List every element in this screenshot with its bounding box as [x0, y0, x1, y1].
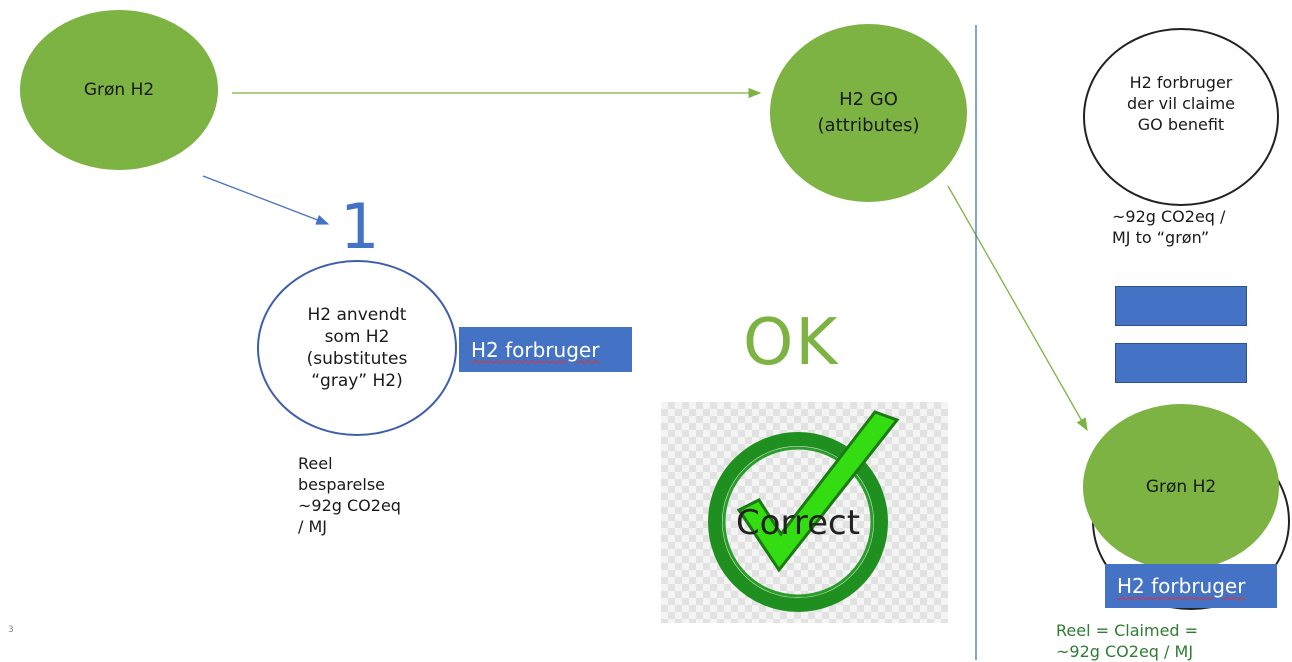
node-h2-forbruger-claim-label: H2 forbruger der vil claime GO benefit [1126, 72, 1236, 134]
node-gron-h2-right: Grøn H2 [1083, 404, 1279, 570]
node-h2-go: H2 GO (attributes) [770, 24, 967, 202]
node-gron-h2-right-label: Grøn H2 [1145, 477, 1217, 497]
node-gron-h2-left-label: Grøn H2 [83, 80, 155, 100]
ok-label: OK [743, 306, 840, 380]
equals-bar-bottom [1115, 343, 1247, 383]
note-reel-claimed: Reel = Claimed = ~92g CO2eq / MJ [1056, 621, 1199, 661]
node-h2-anvendt-label: H2 anvendt som H2 (substitutes “gray” H2… [306, 305, 408, 391]
node-gron-h2-left: Grøn H2 [20, 10, 218, 170]
h2-forbruger-box-mid: H2 forbruger [459, 327, 632, 372]
arrow-go-to-gron-right [947, 185, 1088, 432]
node-h2-anvendt: H2 anvendt som H2 (substitutes “gray” H2… [257, 260, 457, 436]
h2-forbruger-box-right: H2 forbruger [1105, 564, 1277, 608]
note-go-to-gron: ~92g CO2eq / MJ to “grøn” [1112, 207, 1226, 247]
arrow-gron-to-anvendt [202, 175, 330, 225]
note-reel-besparelse: Reel besparelse ~92g CO2eq / MJ [298, 454, 401, 536]
equals-bar-top [1115, 286, 1247, 326]
step-number: 1 [340, 190, 380, 263]
correct-check-image: Correct [661, 402, 948, 623]
check-icon: Correct [708, 410, 900, 612]
node-h2-go-label: H2 GO (attributes) [817, 89, 920, 136]
slide-number: 3 [8, 625, 14, 635]
h2-forbruger-right-label: H2 forbruger [1117, 574, 1246, 598]
correct-text: Correct [736, 503, 860, 543]
h2-forbruger-mid-label: H2 forbruger [471, 337, 600, 362]
node-h2-forbruger-claim: H2 forbruger der vil claime GO benefit [1083, 28, 1279, 206]
